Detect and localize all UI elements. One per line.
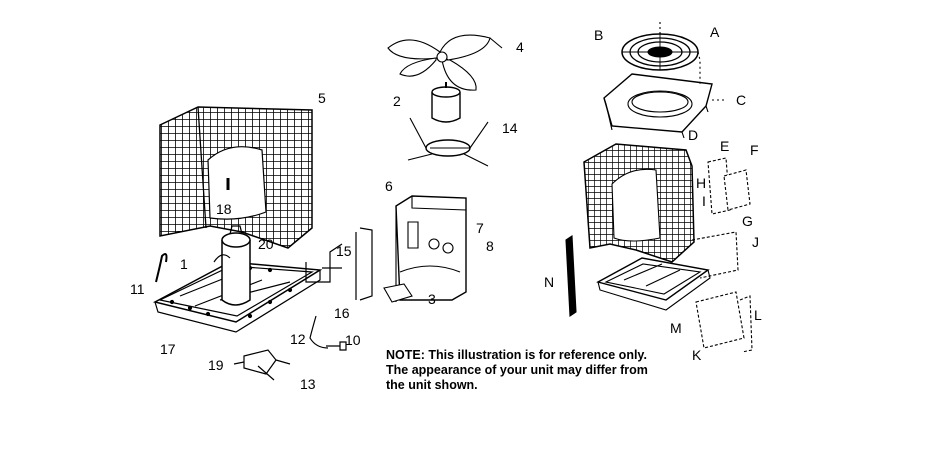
callout-6: 6	[385, 178, 393, 194]
note-line-1: NOTE: This illustration is for reference…	[386, 348, 647, 362]
reference-note: NOTE: This illustration is for reference…	[386, 348, 686, 393]
top-cover	[603, 73, 713, 139]
service-panel-parts	[691, 157, 753, 353]
middle-assembly	[383, 34, 503, 303]
callout-C: C	[736, 92, 746, 108]
callout-10: 10	[345, 332, 361, 348]
callouts: 5 18 20 1 11 15 16 17 12 10 19 13 4 2 14…	[130, 24, 762, 392]
callout-N: N	[544, 274, 554, 290]
base-pan-right	[596, 257, 711, 311]
right-assembly	[565, 22, 753, 353]
callout-20: 20	[258, 236, 274, 252]
callout-14: 14	[502, 120, 518, 136]
callout-15: 15	[336, 243, 352, 259]
callout-1: 1	[180, 256, 188, 272]
callout-E: E	[720, 138, 729, 154]
control-box	[383, 195, 467, 303]
callout-3: 3	[428, 291, 436, 307]
fan-guard	[621, 33, 699, 71]
callout-17: 17	[160, 341, 176, 357]
valve-13	[243, 349, 291, 381]
left-assembly	[152, 106, 373, 381]
callout-13: 13	[300, 376, 316, 392]
motor-bracket	[407, 117, 489, 167]
leader-lines	[659, 22, 726, 101]
callout-8: 8	[486, 238, 494, 254]
callout-K: K	[692, 347, 702, 363]
callout-4: 4	[516, 39, 524, 55]
callout-19: 19	[208, 357, 224, 373]
callout-18: 18	[216, 201, 232, 217]
callout-2: 2	[393, 93, 401, 109]
bracket-15	[305, 243, 343, 283]
panel-N	[565, 235, 577, 317]
coil-grille-right	[583, 143, 695, 263]
compressor	[213, 225, 251, 306]
callout-7: 7	[476, 220, 484, 236]
fan-motor	[431, 82, 461, 123]
fan-blade	[387, 34, 503, 91]
callout-D: D	[688, 127, 698, 143]
callout-F: F	[750, 142, 759, 158]
tube-12	[309, 315, 329, 349]
callout-11: 11	[130, 281, 145, 297]
callout-5: 5	[318, 90, 326, 106]
callout-M: M	[670, 320, 682, 336]
fitting-10	[326, 341, 347, 351]
callout-A: A	[710, 24, 720, 40]
callout-16: 16	[334, 305, 350, 321]
note-line-3: the unit shown.	[386, 378, 478, 392]
callout-B: B	[594, 27, 603, 43]
callout-H: H	[696, 175, 706, 191]
callout-L: L	[754, 307, 762, 323]
note-line-2: The appearance of your unit may differ f…	[386, 363, 648, 377]
callout-I: I	[702, 193, 706, 209]
callout-12: 12	[290, 331, 306, 347]
screw-19	[233, 361, 245, 365]
panel-16	[355, 227, 373, 301]
tube-11	[155, 253, 168, 283]
callout-G: G	[742, 213, 753, 229]
coil-grille-left	[159, 106, 313, 249]
callout-J: J	[752, 234, 759, 250]
